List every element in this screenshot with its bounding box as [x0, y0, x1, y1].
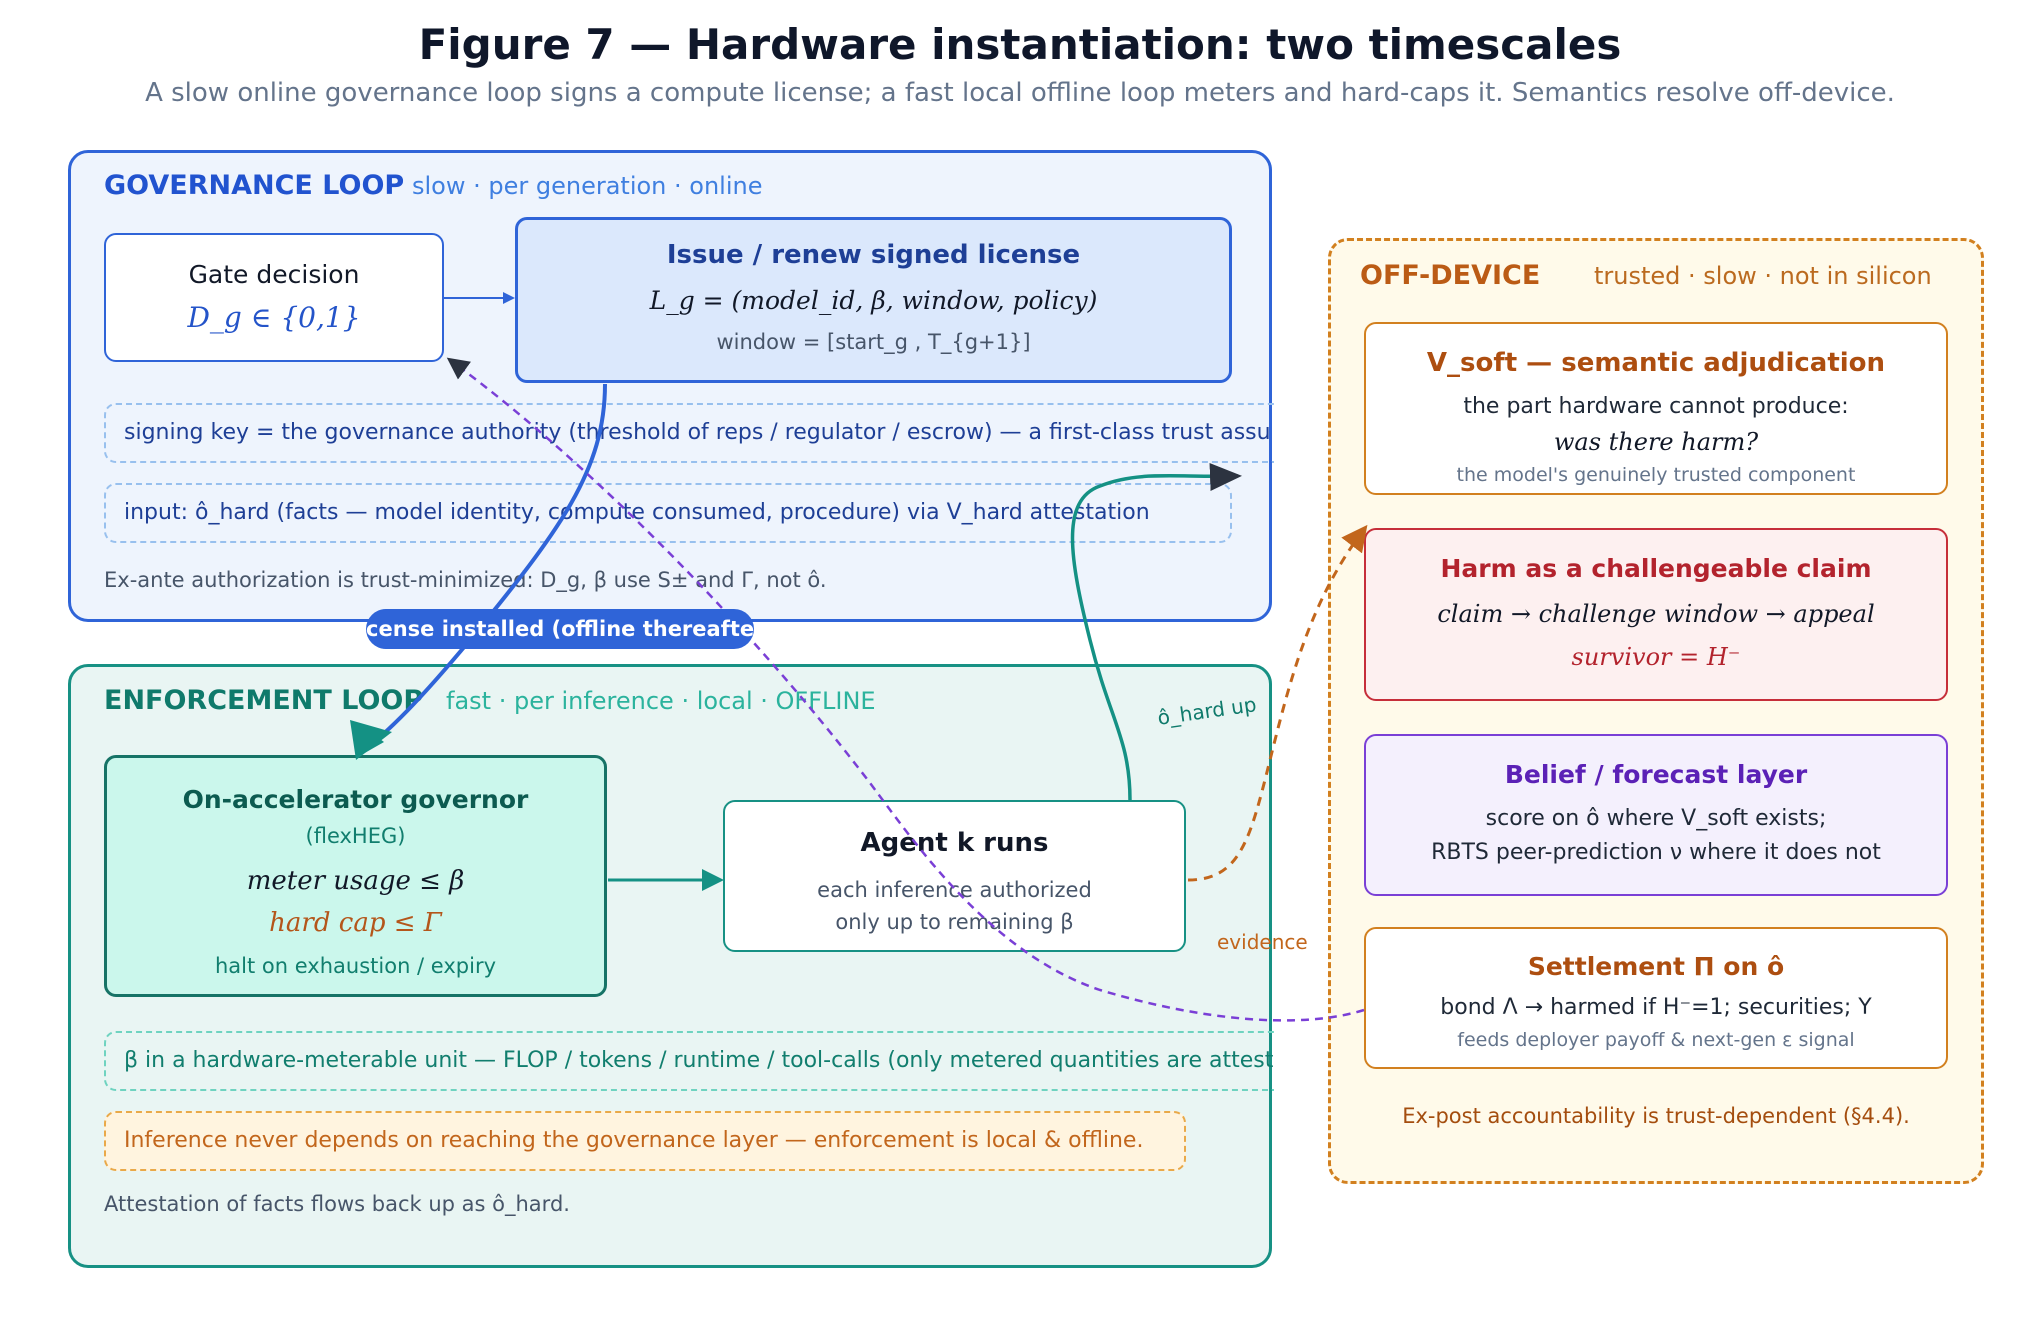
offline-note: Inference never depends on reaching the … — [104, 1111, 1186, 1171]
vsoft-title: V_soft — semantic adjudication — [1426, 348, 1886, 378]
harm-claim-line2: survivor = H⁻ — [1571, 643, 1741, 671]
governance-footer: Ex-ante authorization is trust-minimized… — [104, 568, 827, 592]
governance-loop-title: GOVERNANCE LOOP — [104, 170, 405, 201]
vsoft-line1: the part hardware cannot produce: — [1463, 394, 1849, 419]
evidence-label: evidence — [1217, 930, 1308, 954]
governor-subtitle: (flexHEG) — [305, 824, 406, 848]
settlement-box: Settlement Π on ô bond Λ → harmed if H⁻=… — [1364, 927, 1948, 1069]
figure-subtitle: A slow online governance loop signs a co… — [145, 78, 1895, 108]
belief-layer-box: Belief / forecast layer score on ô where… — [1364, 734, 1948, 896]
gate-decision-title: Gate decision — [188, 260, 360, 289]
governor-meter: meter usage ≤ β — [246, 866, 465, 896]
enforcement-loop-subtitle: fast · per inference · local · OFFLINE — [446, 687, 876, 715]
governor-box: On-accelerator governor (flexHEG) meter … — [104, 755, 607, 997]
enforcement-loop-title: ENFORCEMENT LOOP — [104, 685, 424, 716]
governor-halt: halt on exhaustion / expiry — [214, 954, 497, 978]
settlement-title: Settlement Π on ô — [1527, 952, 1785, 981]
governance-loop-subtitle: slow · per generation · online — [412, 172, 763, 200]
harm-claim-box: Harm as a challengeable claim claim → ch… — [1364, 528, 1948, 701]
license-title: Issue / renew signed license — [666, 240, 1081, 270]
agent-box: Agent k runs each inference authorized o… — [723, 800, 1186, 952]
license-box: Issue / renew signed license L_g = (mode… — [515, 217, 1232, 383]
figure-title: Figure 7 — Hardware instantiation: two t… — [418, 20, 1622, 69]
vsoft-line3: the model's genuinely trusted component — [1456, 464, 1856, 486]
off-device-footer: Ex-post accountability is trust-dependen… — [1402, 1104, 1910, 1128]
settlement-line2: feeds deployer payoff & next-gen ε signa… — [1457, 1029, 1855, 1051]
belief-layer-title: Belief / forecast layer — [1504, 760, 1808, 789]
settlement-line1: bond Λ → harmed if H⁻=1; securities; Υ — [1440, 995, 1872, 1020]
agent-line1: each inference authorized — [817, 878, 1092, 902]
beta-unit-note: β in a hardware-meterable unit — FLOP / … — [104, 1031, 1274, 1091]
input-note: input: ô_hard (facts — model identity, c… — [104, 483, 1232, 543]
off-device-title: OFF-DEVICE — [1360, 260, 1541, 291]
gate-decision-box: Gate decision D_g ∈ {0,1} — [104, 233, 444, 362]
vsoft-box: V_soft — semantic adjudication the part … — [1364, 322, 1948, 495]
off-device-subtitle: trusted · slow · not in silicon — [1594, 262, 1932, 290]
agent-title: Agent k runs — [860, 828, 1049, 858]
enforcement-footer: Attestation of facts flows back up as ô_… — [104, 1192, 570, 1216]
license-window: window = [start_g , T_{g+1}] — [716, 330, 1031, 354]
gate-decision-formula: D_g ∈ {0,1} — [187, 301, 361, 334]
belief-layer-line2: RBTS peer-prediction ν where it does not — [1431, 840, 1881, 865]
governor-title: On-accelerator governor — [182, 785, 529, 814]
vsoft-line2: was there harm? — [1553, 428, 1759, 456]
harm-claim-line1: claim → challenge window → appeal — [1437, 600, 1875, 628]
harm-claim-title: Harm as a challengeable claim — [1440, 554, 1872, 583]
belief-layer-line1: score on ô where V_soft exists; — [1485, 806, 1827, 831]
governor-cap: hard cap ≤ Γ — [269, 908, 442, 938]
agent-line2: only up to remaining β — [835, 910, 1074, 934]
license-installed-pill: cense installed (offline thereafte — [366, 609, 754, 649]
signing-key-note: signing key = the governance authority (… — [104, 403, 1274, 463]
license-formula: L_g = (model_id, β, window, policy) — [649, 286, 1098, 315]
